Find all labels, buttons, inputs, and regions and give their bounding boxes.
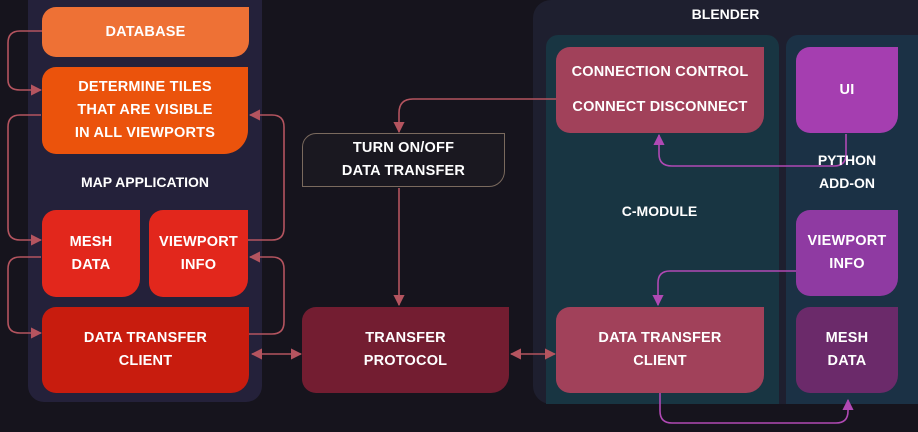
python-addon-line-2: ADD-ON [819, 175, 875, 191]
blender-data-transfer-client-node: DATA TRANSFER CLIENT [556, 307, 764, 393]
mesh-data-node: MESH DATA [42, 210, 140, 297]
mesh-data-line-2: DATA [71, 256, 111, 273]
arrow-data-transfer-client-to-viewport-info [247, 251, 285, 335]
connection-control-line-1: CONNECTION CONTROL [571, 64, 749, 80]
connection-control-node: CONNECTION CONTROL CONNECT DISCONNECT [556, 47, 764, 133]
python-viewport-info-node: VIEWPORT INFO [796, 210, 898, 296]
python-mesh-data-line-1: MESH [825, 330, 869, 346]
python-addon-label: PYTHON ADD-ON [796, 149, 898, 195]
determine-tiles-node: DETERMINE TILES THAT ARE VISIBLE IN ALL … [42, 67, 248, 154]
arrow-viewport-info-to-determine-tiles [247, 109, 285, 241]
map-application-label: MAP APPLICATION [80, 174, 210, 190]
map-client-line-1: DATA TRANSFER [83, 330, 208, 346]
turn-on-off-line-1: TURN ON/OFF [352, 140, 455, 156]
arrow-determine-tiles-to-mesh-data [7, 114, 43, 246]
turn-on-off-line-2: DATA TRANSFER [341, 163, 466, 179]
determine-tiles-line-3: IN ALL VIEWPORTS [74, 125, 216, 141]
arrow-connection-control-to-turn-on-off [393, 98, 556, 134]
connection-control-line-2: CONNECT DISCONNECT [572, 99, 748, 115]
map-data-transfer-client-node: DATA TRANSFER CLIENT [42, 307, 249, 393]
arrow-database-to-determine-tiles [7, 30, 43, 96]
arrow-viewport-info-to-client [652, 270, 796, 307]
database-node: DATABASE [42, 7, 249, 57]
transfer-protocol-line-1: TRANSFER [365, 330, 446, 346]
blender-client-line-2: CLIENT [633, 353, 687, 369]
arrow-client-to-mesh-data [659, 389, 854, 424]
viewport-info-node: VIEWPORT INFO [149, 210, 248, 297]
ui-label: UI [839, 81, 855, 98]
database-label: DATABASE [105, 23, 186, 40]
map-client-line-2: CLIENT [118, 353, 173, 369]
ui-node: UI [796, 47, 898, 133]
turn-on-off-node: TURN ON/OFF DATA TRANSFER [302, 133, 505, 187]
python-viewport-info-line-2: INFO [829, 256, 865, 272]
transfer-protocol-line-2: PROTOCOL [363, 353, 448, 369]
c-module-label: C-MODULE [621, 203, 698, 219]
python-mesh-data-line-2: DATA [827, 353, 867, 369]
determine-tiles-line-2: THAT ARE VISIBLE [77, 102, 213, 118]
arrow-mesh-data-to-data-transfer-client [7, 256, 43, 339]
python-addon-line-1: PYTHON [817, 152, 877, 168]
blender-label: BLENDER [691, 6, 760, 22]
arrow-ui-to-connection-control [653, 133, 847, 167]
blender-client-line-1: DATA TRANSFER [598, 330, 722, 346]
determine-tiles-line-1: DETERMINE TILES [78, 79, 212, 95]
transfer-protocol-node: TRANSFER PROTOCOL [302, 307, 509, 393]
viewport-info-line-2: INFO [180, 256, 217, 273]
python-mesh-data-node: MESH DATA [796, 307, 898, 393]
python-viewport-info-line-1: VIEWPORT [807, 233, 887, 249]
mesh-data-line-1: MESH [69, 233, 113, 250]
viewport-info-line-1: VIEWPORT [159, 233, 238, 250]
